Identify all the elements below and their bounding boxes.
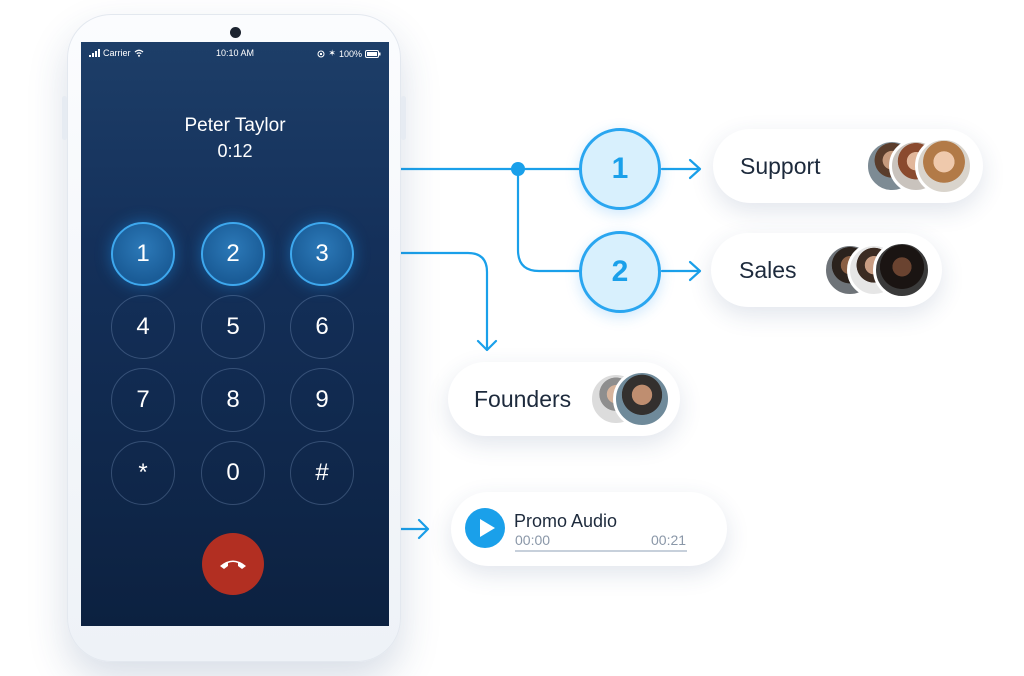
keypad-key-2[interactable]: 2 — [201, 222, 265, 286]
caller-name: Peter Taylor — [184, 115, 286, 136]
avatar — [915, 137, 973, 195]
promo-progress-bar[interactable] — [515, 550, 687, 552]
keypad-key-star[interactable]: * — [111, 441, 175, 505]
connector-badge2-sales — [660, 260, 702, 282]
play-button[interactable] — [465, 508, 505, 548]
status-carrier: Carrier — [89, 48, 144, 58]
keypad-key-hash[interactable]: # — [290, 441, 354, 505]
play-icon — [480, 519, 495, 537]
keypad-key-7[interactable]: 7 — [111, 368, 175, 432]
bluetooth-icon: ✶ — [328, 48, 336, 58]
promo-current-time: 00:00 — [515, 532, 551, 548]
founders-label: Founders — [474, 386, 572, 412]
phone-side-button — [401, 96, 406, 140]
keypad-key-6[interactable]: 6 — [290, 295, 354, 359]
battery-icon — [365, 49, 381, 58]
keypad-key-4[interactable]: 4 — [111, 295, 175, 359]
keypad-key-1[interactable]: 1 — [111, 222, 175, 286]
wifi-icon — [134, 49, 143, 57]
battery-label: 100% — [338, 48, 362, 59]
call-duration: 0:12 — [217, 141, 253, 161]
keypad-key-0[interactable]: 0 — [201, 441, 265, 505]
rotation-lock-icon — [317, 50, 325, 57]
sales-card[interactable]: Sales — [711, 233, 942, 307]
keypad-key-5[interactable]: 5 — [201, 295, 265, 359]
keypad-key-3[interactable]: 3 — [290, 222, 354, 286]
phone-screen: Carrier 10:10 AM ✶ 100% Peter Taylor 0:1… — [81, 42, 389, 626]
support-label: Support — [740, 153, 821, 179]
promo-audio-title: Promo Audio — [514, 511, 618, 531]
status-right: ✶ 100% — [317, 48, 381, 59]
phone-hangup-icon — [220, 560, 246, 569]
end-call-button[interactable] — [202, 533, 264, 595]
founders-card[interactable]: Founders — [448, 362, 680, 436]
phone-camera — [230, 27, 241, 38]
connector-branch-badge2 — [516, 167, 582, 273]
carrier-label: Carrier — [103, 48, 131, 58]
connector-key3-founders — [353, 251, 498, 352]
avatar — [613, 370, 671, 428]
connector-badge1-support — [660, 158, 702, 180]
avatar — [873, 241, 931, 299]
status-time: 10:10 AM — [215, 48, 255, 58]
menu-option-badge-1: 1 — [579, 128, 661, 210]
signal-icon — [89, 49, 100, 57]
menu-option-badge-2: 2 — [579, 231, 661, 313]
support-card[interactable]: Support — [713, 129, 983, 203]
phone-side-button — [62, 96, 67, 140]
keypad-key-9[interactable]: 9 — [290, 368, 354, 432]
promo-total-time: 00:21 — [651, 532, 687, 548]
sales-label: Sales — [739, 257, 797, 283]
connector-junction — [511, 162, 525, 176]
keypad-key-8[interactable]: 8 — [201, 368, 265, 432]
